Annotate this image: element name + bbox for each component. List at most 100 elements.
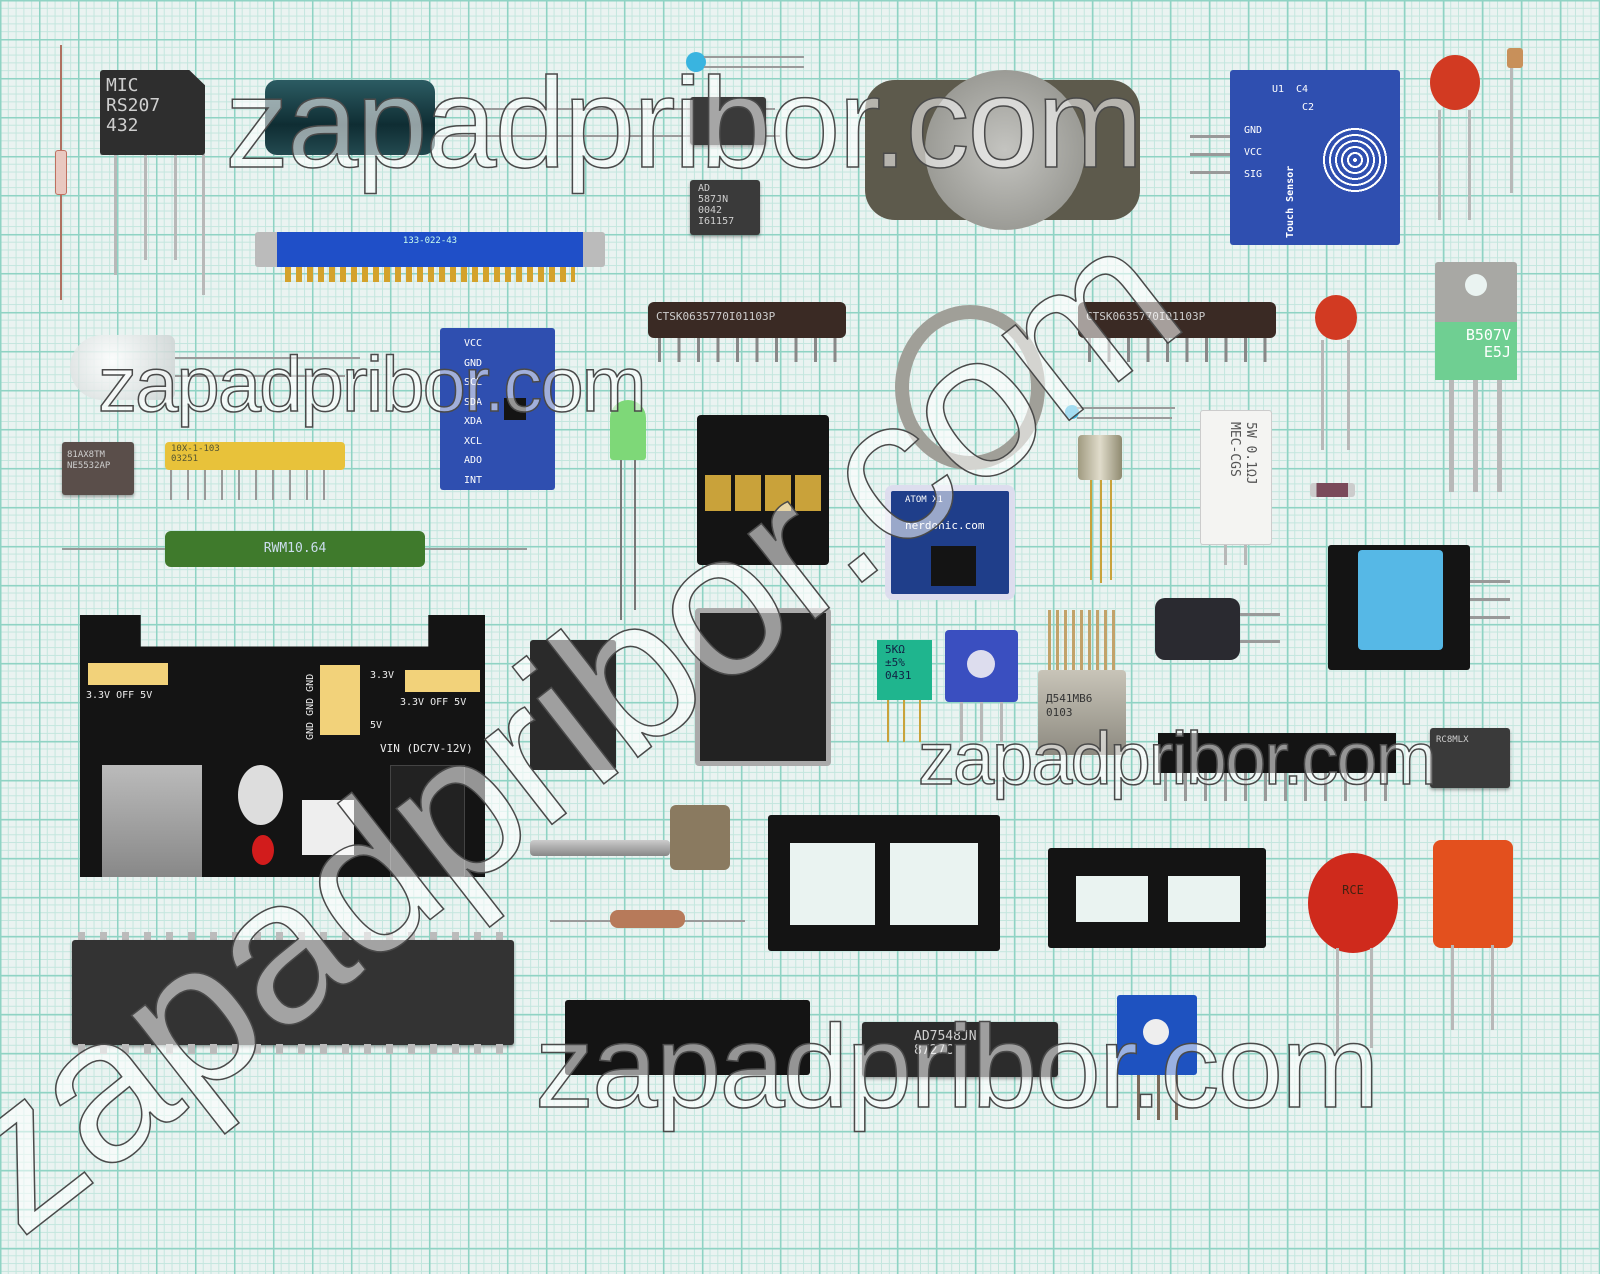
green-trimmer-potentiometer: 5KΩ ±5% 0431: [877, 630, 932, 742]
resistor-network-2-label: CTSK0635770I01103P: [1086, 310, 1206, 323]
dht11-module: [1328, 545, 1510, 670]
ad587-line3: 0042: [698, 205, 723, 216]
edge-connector: 133-022-43: [255, 232, 605, 287]
resistor-network-1: CTSK0635770I01103P: [648, 302, 846, 362]
to220-transistor: B507V E5J: [1435, 262, 1517, 492]
pin-header-strip: [1158, 733, 1396, 803]
yellow-network-line2: 03251: [171, 454, 199, 464]
power-led: [252, 835, 274, 865]
inductor: [1155, 598, 1280, 660]
power-switch: [302, 800, 354, 855]
tan-capacitor: [1505, 48, 1525, 193]
glass-fuse: [55, 45, 67, 300]
breadboard-power-supply: 3.3V OFF 5V 3.3V OFF 5V GND GND GND 3.3V…: [80, 615, 485, 877]
ad587-line1: AD: [698, 183, 711, 194]
ptc-fuse: [1433, 840, 1513, 1032]
gold-pin-socket: [697, 415, 829, 565]
trimmer-tolerance: ±5%: [885, 656, 905, 669]
gy521-accelerometer-module: VCC GND SCL SDA XDA XCL ADO INT: [440, 328, 555, 490]
relay-metal-can: Д541МВ6 0103: [1038, 610, 1126, 800]
gy521-pin: XCL: [464, 435, 483, 447]
red-disc-capacitor-1: [1430, 55, 1480, 220]
ic-socket-20pin: [1048, 848, 1266, 948]
ad7548-code: 8727C: [914, 1043, 954, 1058]
green-led: [610, 400, 646, 620]
touch-ref-c2: C2: [1302, 102, 1315, 113]
power-right-labels: 3.3V OFF 5V: [400, 697, 467, 708]
gy521-pin: XDA: [464, 416, 483, 427]
yellow-network-line1: 10X-1-103: [171, 444, 220, 454]
ad587-line4: I61157: [698, 216, 735, 227]
electrolytic-cap-small: [238, 765, 283, 825]
trimmer-code: 0431: [885, 669, 912, 682]
rectifier-code: 432: [106, 115, 139, 136]
nerdonic-site: nerdonic.com: [905, 519, 985, 532]
rwm-label: RWM10.64: [263, 541, 327, 556]
ne5532-line1: 81AX8TM: [67, 450, 105, 460]
ne5532-line2: NE5532AP: [67, 461, 111, 471]
resistor-network-2: CTSK0635770I01103P: [1078, 302, 1276, 362]
soic-label: RC8MLX: [1436, 735, 1469, 745]
dip8-ad587: AD 587JN 0042 I61157: [690, 180, 760, 235]
axial-resistor: [550, 908, 745, 932]
ic-socket-24pin: [768, 815, 1000, 951]
thermostat-switch: [865, 70, 1140, 230]
touch-sensor-module: GND VCC SIG U1 C4 C2 Touch Sensor: [1230, 70, 1400, 245]
cement-resistor-line2: MEC-CGS: [1227, 422, 1242, 477]
smd-resistor: [1310, 483, 1355, 497]
touch-ref-u1: U1: [1272, 84, 1285, 95]
touch-pin-sig: SIG: [1244, 169, 1263, 180]
usb-port: [102, 765, 202, 877]
power-5v-label: 5V: [370, 720, 383, 731]
electrolytic-capacitor: [265, 80, 780, 160]
blue-trimmer-potentiometer: [945, 630, 1018, 742]
ad7548-part: AD7548JN: [914, 1029, 977, 1044]
dip-ad7548jn: AD7548JN 8727C: [862, 1022, 1058, 1077]
dip40-chip: [72, 932, 514, 1054]
bridge-rectifier: MIC RS207 432: [100, 70, 205, 295]
power-33v-label: 3.3V: [370, 670, 395, 681]
power-left-labels: 3.3V OFF 5V: [86, 690, 153, 701]
touch-pin-vcc: VCC: [1244, 147, 1263, 158]
gy521-pin: INT: [464, 474, 483, 486]
dc-jack: [390, 765, 465, 877]
small-blue-capacitor: [1065, 403, 1175, 423]
nerdonic-atom-board: ATOM X1 nerdonic.com: [885, 485, 1015, 600]
touch-header-pins: [1190, 135, 1230, 180]
yellow-resistor-network: 10X-1-103 03251: [165, 442, 345, 500]
ceramic-capacitor-blue: [686, 50, 806, 75]
touch-sensor-title: Touch Sensor: [1285, 165, 1296, 238]
dht11-sensor: [1358, 550, 1443, 650]
varistor: RCE: [1308, 853, 1398, 1053]
nerdonic-chip-label: ATOM X1: [905, 495, 943, 505]
to220-line2: E5J: [1483, 343, 1511, 361]
ad587-line2: 587JN: [698, 194, 729, 205]
cement-resistor-line1: 5W 0.1ΩJ: [1243, 422, 1258, 485]
touch-ref-c4: C4: [1296, 84, 1309, 95]
rectifier-part: RS207: [106, 95, 161, 116]
cement-resistor: 5W 0.1ΩJ MEC-CGS: [1200, 410, 1272, 565]
gy521-pin: ADO: [464, 455, 483, 466]
gy521-pin: SCL: [464, 377, 483, 388]
dip8-ne5532: 81AX8TM NE5532AP: [62, 442, 134, 495]
wirewound-resistor-rwm: RWM10.64: [62, 528, 527, 568]
dip-socket-clear: [695, 608, 831, 766]
power-vin-label: VIN (DC7V-12V): [380, 742, 473, 755]
metal-ring-washer: [895, 305, 1045, 470]
resistor-network-1-label: CTSK0635770I01103P: [656, 310, 776, 323]
to39-transistor: [1078, 435, 1122, 583]
edge-connector-label: 133-022-43: [402, 236, 458, 246]
rectifier-brand: MIC: [106, 75, 139, 96]
power-gnd-labels: GND GND GND: [305, 673, 316, 740]
soic-chip: [690, 97, 766, 145]
red-disc-capacitor-2: [1315, 295, 1357, 455]
trimmer-value: 5KΩ: [885, 643, 905, 656]
relay-code: 0103: [1046, 706, 1073, 719]
blue-trimmer-small: [1117, 995, 1197, 1125]
rotary-potentiometer: [530, 800, 730, 872]
touch-pad-icon: [1320, 125, 1390, 195]
seven-segment-display: [530, 640, 616, 770]
to220-line1: B507V: [1465, 326, 1511, 344]
gy521-pin: VCC: [464, 338, 483, 349]
gy521-pin: SDA: [464, 396, 483, 408]
